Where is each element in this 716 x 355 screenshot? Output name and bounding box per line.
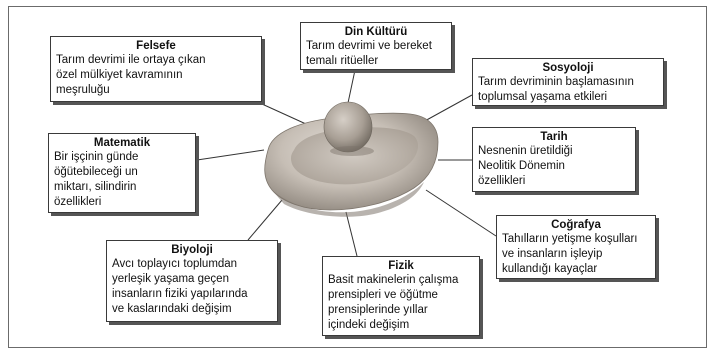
leader-fizik: [346, 212, 357, 256]
box-sosyoloji-body: Tarım devriminin başlamasının toplumsal …: [478, 75, 658, 105]
box-felsefe-body: Tarım devrimi ile ortaya çıkan özel mülk…: [56, 53, 256, 98]
box-matematik: Matematik Bir işçinin günde öğütebileceğ…: [48, 133, 196, 213]
box-felsefe: Felsefe Tarım devrimi ile ortaya çıkan ö…: [50, 36, 262, 102]
leader-cografya: [426, 190, 496, 236]
box-tarih-title: Tarih: [478, 130, 630, 144]
box-biyoloji-body: Avcı toplayıcı toplumdan yerleşik yaşama…: [112, 257, 272, 317]
leader-sosyoloji: [423, 95, 472, 122]
box-din-body: Tarım devrimi ve bereket temalı ritüelle…: [306, 39, 446, 69]
box-cografya-body: Tahılların yetişme koşulları ve insanlar…: [502, 232, 650, 277]
box-cografya-title: Coğrafya: [502, 218, 650, 232]
box-fizik-body: Basit makinelerin çalışma prensipleri ve…: [328, 273, 474, 333]
leader-biyoloji: [248, 200, 282, 240]
box-felsefe-title: Felsefe: [56, 39, 256, 53]
box-sosyoloji: Sosyoloji Tarım devriminin başlamasının …: [472, 58, 664, 106]
box-sosyoloji-title: Sosyoloji: [478, 61, 658, 75]
leader-din: [348, 70, 355, 103]
box-tarih-body: Nesnenin üretildiği Neolitik Dönemin öze…: [478, 144, 630, 189]
leader-matematik: [197, 150, 264, 160]
quern-stone-illustration: [265, 102, 438, 217]
box-biyoloji-title: Biyoloji: [112, 243, 272, 257]
box-matematik-body: Bir işçinin günde öğütebileceği un mikta…: [54, 150, 190, 210]
box-fizik-title: Fizik: [328, 259, 474, 273]
box-tarih: Tarih Nesnenin üretildiği Neolitik Dönem…: [472, 127, 636, 192]
box-din-title: Din Kültürü: [306, 25, 446, 39]
box-din: Din Kültürü Tarım devrimi ve bereket tem…: [300, 22, 452, 70]
leader-felsefe: [262, 104, 306, 124]
pestle-shadow: [330, 146, 374, 156]
box-biyoloji: Biyoloji Avcı toplayıcı toplumdan yerleş…: [106, 240, 278, 322]
box-fizik: Fizik Basit makinelerin çalışma prensipl…: [322, 256, 480, 336]
box-matematik-title: Matematik: [54, 136, 190, 150]
pestle-stone: [324, 102, 372, 152]
box-cografya: Coğrafya Tahılların yetişme koşulları ve…: [496, 215, 656, 279]
